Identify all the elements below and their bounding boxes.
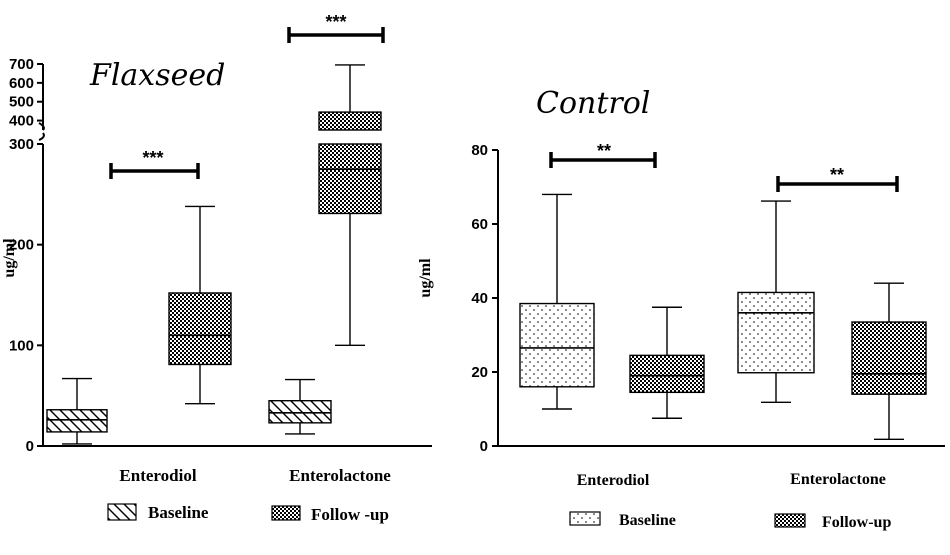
- control-y-ticks: 0 20 40 60 80: [471, 142, 498, 455]
- control-y-tick-label-60: 60: [471, 216, 488, 233]
- flaxseed-enterolactone-baseline-box: [268, 400, 332, 424]
- flaxseed-sig-label-enterodiol: ***: [142, 148, 163, 168]
- control-enterodiol-followup-box: [629, 354, 705, 394]
- control-y-tick-label-20: 20: [471, 364, 488, 381]
- control-panel: Control ug/ml 0 20 40 60 80 ** ** Enterodiol…: [417, 86, 945, 531]
- control-enterolactone-followup-box: [851, 321, 927, 395]
- flaxseed-legend-swatch-baseline: [107, 503, 137, 521]
- control-sig-label-enterodiol: **: [597, 141, 611, 161]
- control-legend-swatch-followup: [774, 513, 806, 528]
- control-sig-label-enterolactone: **: [830, 165, 844, 185]
- flaxseed-y-tick-label-500: 500: [9, 94, 34, 111]
- flaxseed-axes: [38, 64, 432, 447]
- flaxseed-title: Flaxseed: [89, 58, 225, 93]
- flaxseed-enterodiol-baseline-box: [46, 409, 108, 433]
- flaxseed-category-enterodiol: Enterodiol: [119, 466, 196, 485]
- flaxseed-y-ticks: 0 100 200 300 400 500 600 700: [9, 56, 43, 455]
- flaxseed-y-tick-label-300: 300: [9, 136, 34, 153]
- control-y-tick-label-40: 40: [471, 290, 488, 307]
- control-y-axis-label: ug/ml: [417, 258, 434, 298]
- control-legend-baseline: Baseline: [619, 512, 676, 529]
- control-enterolactone-baseline-box: [737, 291, 815, 374]
- flaxseed-sig-label-enterolactone: ***: [325, 12, 346, 32]
- flaxseed-y-tick-label-600: 600: [9, 75, 34, 92]
- flaxseed-y-tick-label-700: 700: [9, 56, 34, 73]
- flaxseed-enterodiol-followup-box: [168, 292, 232, 366]
- flaxseed-enterolactone-followup-box: [318, 143, 382, 215]
- control-boxes: [519, 193, 927, 441]
- control-x-axis-labels: Enterodiol Enterolactone: [577, 471, 886, 489]
- control-legend-followup: Follow-up: [822, 514, 891, 531]
- flaxseed-panel: Flaxseed ug/ml 0 100 200 300 400 500 600 700 **…: [1, 12, 432, 524]
- control-title: Control: [536, 86, 650, 121]
- flaxseed-enterolactone-followup-box-upper: [318, 111, 382, 131]
- flaxseed-boxes: [46, 64, 382, 445]
- flaxseed-y-axis-label: ug/ml: [1, 238, 18, 278]
- control-enterodiol-baseline-box: [519, 302, 595, 388]
- flaxseed-y-tick-label-100: 100: [9, 337, 34, 354]
- control-y-tick-label-0: 0: [480, 438, 488, 455]
- flaxseed-y-tick-label-0: 0: [26, 438, 34, 455]
- flaxseed-y-tick-label-400: 400: [9, 113, 34, 130]
- flaxseed-y-tick-label-200: 200: [9, 237, 34, 254]
- flaxseed-legend-followup: Follow -up: [311, 505, 389, 524]
- flaxseed-x-axis-labels: Enterodiol Enterolactone: [119, 466, 391, 485]
- flaxseed-significance: *** ***: [109, 12, 385, 179]
- control-category-enterodiol: Enterodiol: [577, 472, 650, 489]
- control-y-tick-label-80: 80: [471, 142, 488, 159]
- flaxseed-legend-swatch-followup: [271, 505, 301, 521]
- flaxseed-legend: Baseline Follow -up: [107, 503, 389, 524]
- flaxseed-axis-break-upper: [38, 122, 45, 131]
- control-category-enterolactone: Enterolactone: [790, 471, 886, 488]
- flaxseed-legend-baseline: Baseline: [148, 503, 209, 522]
- flaxseed-axis-break-lower: [38, 132, 45, 141]
- control-significance: ** **: [549, 141, 899, 192]
- control-legend: Baseline Follow-up: [569, 511, 891, 531]
- flaxseed-category-enterolactone: Enterolactone: [289, 466, 391, 485]
- control-legend-swatch-baseline: [569, 511, 601, 526]
